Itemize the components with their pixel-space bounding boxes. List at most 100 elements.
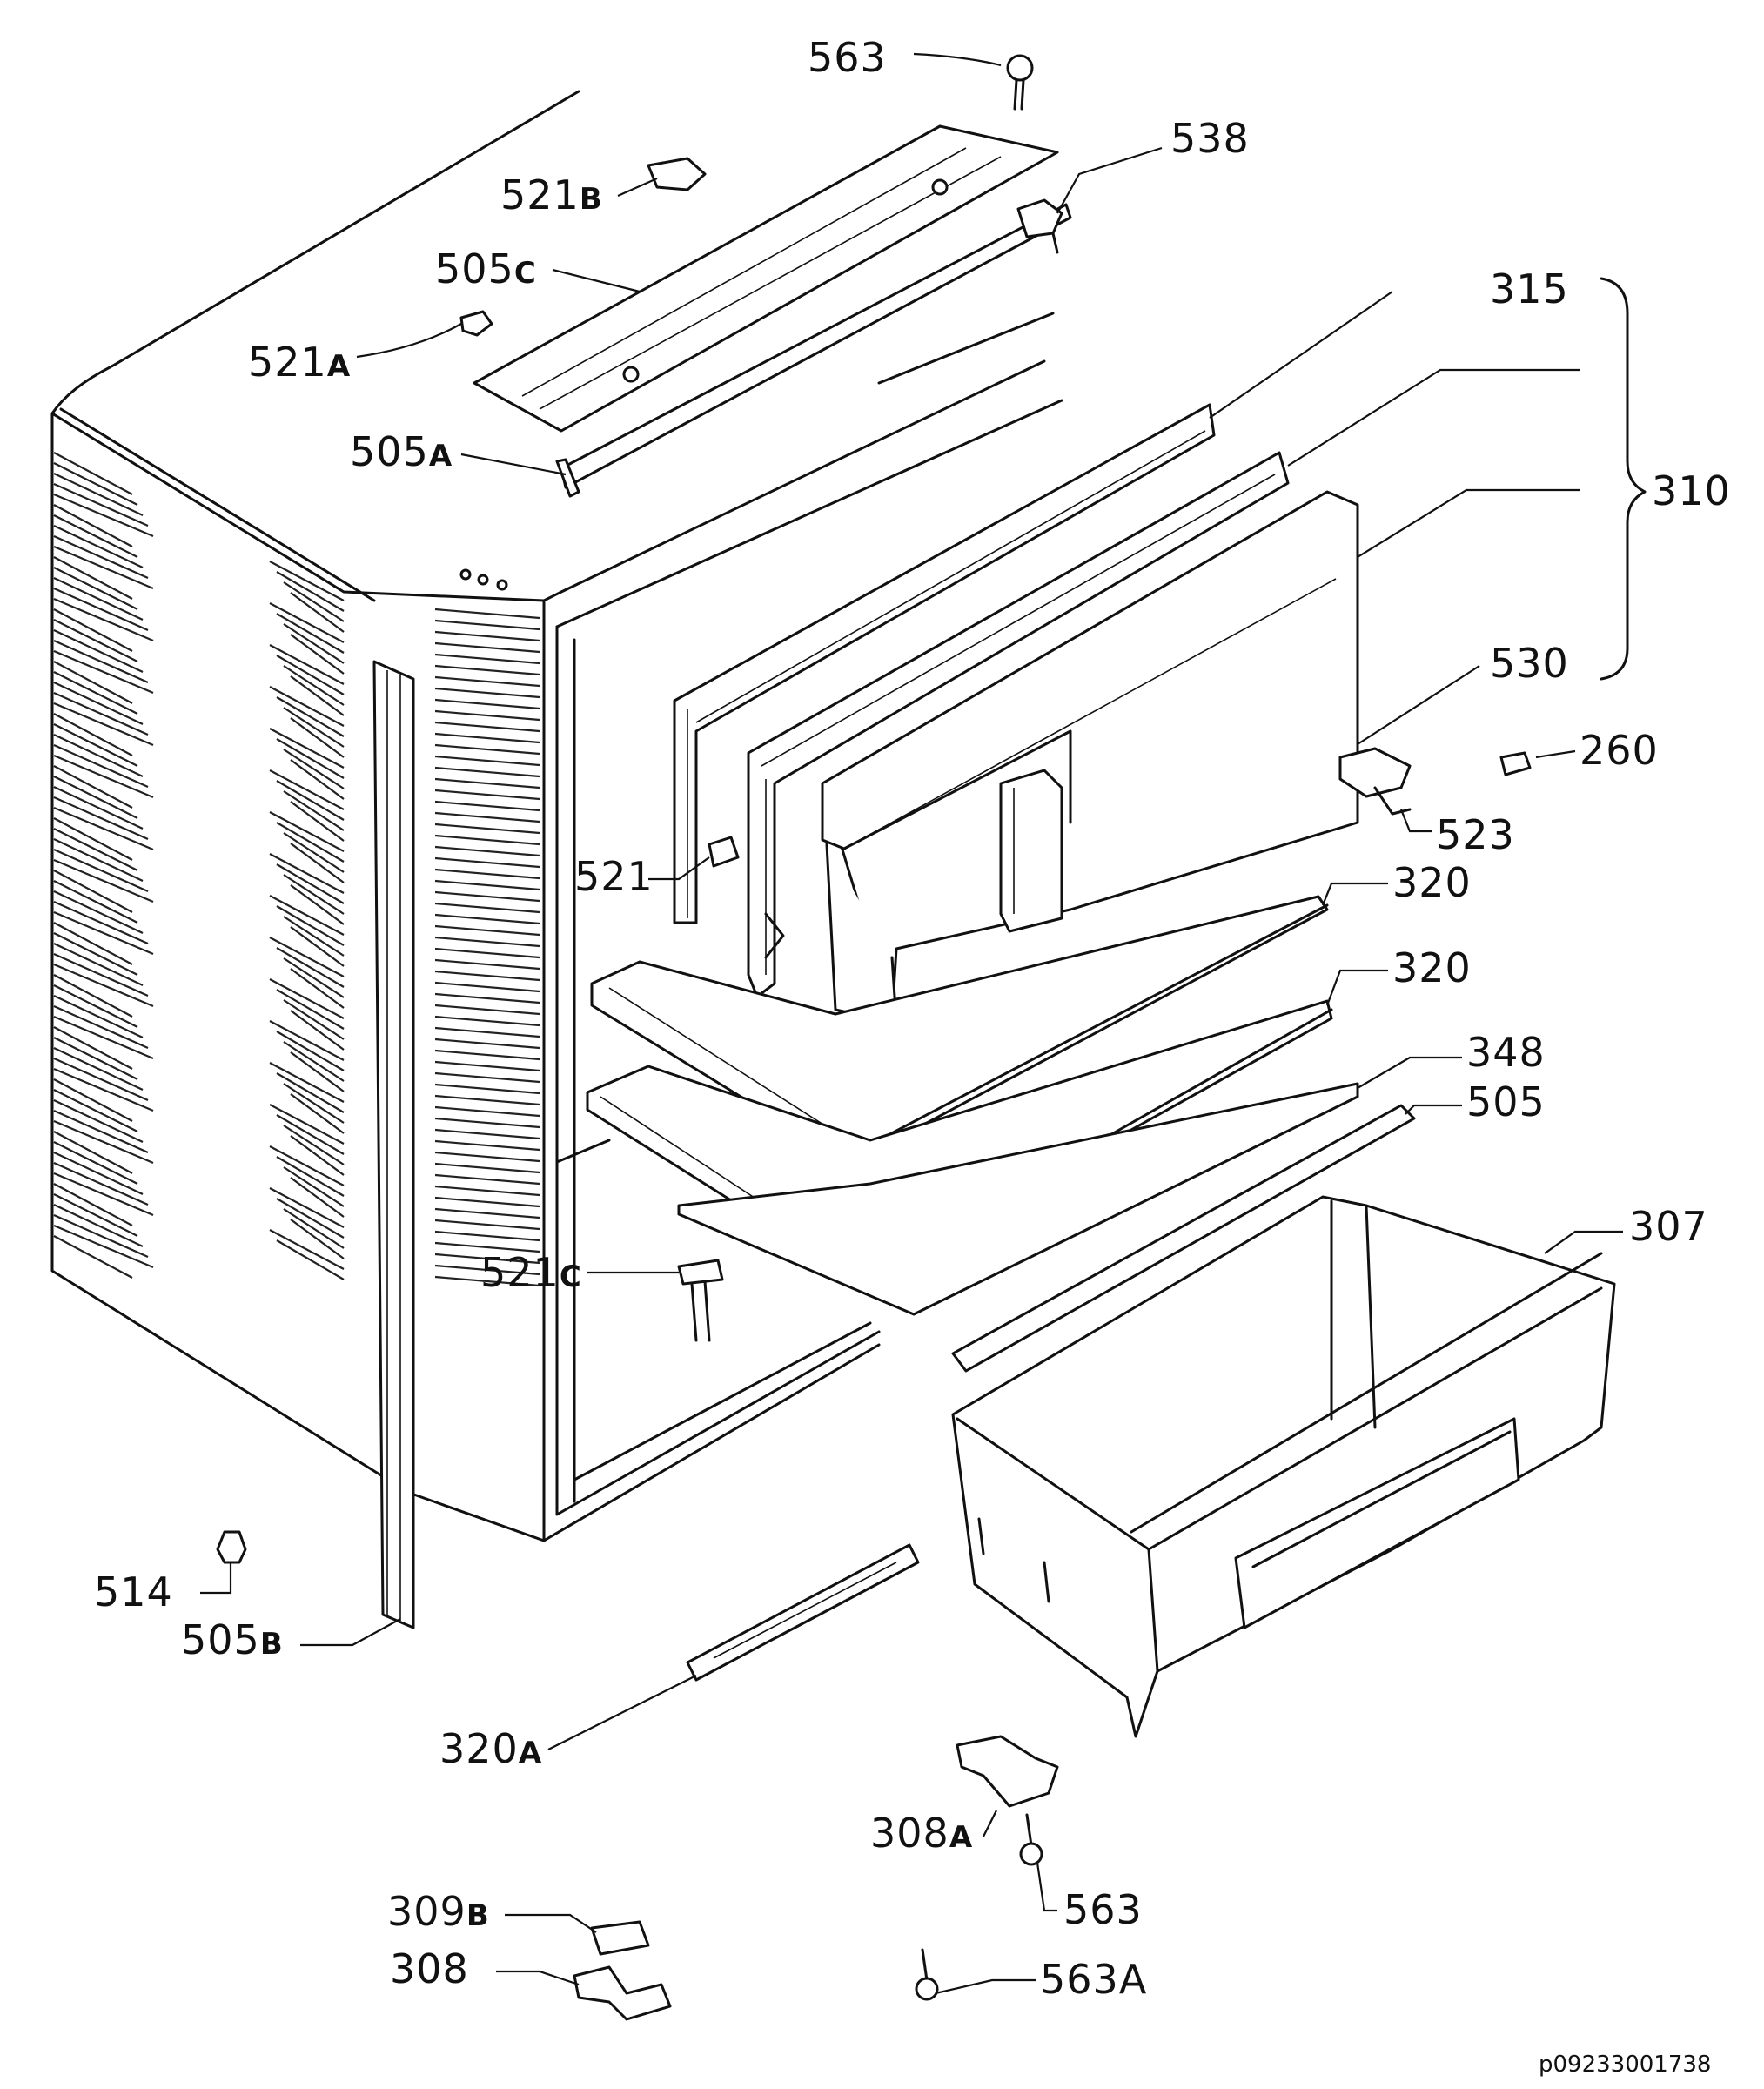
hatch-line	[53, 1235, 133, 1279]
hatch-line	[53, 639, 149, 684]
hatch-line	[434, 675, 540, 688]
callout-521b: 521B	[500, 171, 603, 218]
callout-315: 315	[1490, 265, 1569, 312]
callout-308: 308	[390, 1945, 469, 1992]
callout-530: 530	[1490, 640, 1569, 687]
callout-505b: 505B	[181, 1616, 284, 1663]
hatch-line	[290, 1051, 345, 1092]
callout-505c: 505C	[435, 245, 537, 292]
hatch-line	[434, 653, 540, 665]
callout-521c: 521C	[480, 1249, 582, 1296]
hatch-line	[53, 1204, 144, 1247]
hatch-line	[53, 691, 149, 736]
top-rail-505c	[473, 124, 1059, 433]
hatch-line	[276, 1198, 345, 1239]
crisper-seal-505	[951, 1104, 1416, 1373]
hatch-line	[53, 1004, 149, 1050]
hatch-line	[53, 661, 133, 704]
assembly-bracket-310	[1600, 277, 1647, 681]
hatch-line	[434, 823, 540, 835]
callout-320a: 320A	[439, 1725, 542, 1772]
hatch-line	[290, 1010, 345, 1051]
callout-523: 523	[1436, 811, 1515, 858]
hatch-line	[283, 790, 345, 831]
hatch-line	[290, 884, 345, 925]
hatch-line	[53, 984, 138, 1028]
hatch-line	[434, 1241, 540, 1253]
refrigerator-cabinet	[50, 90, 1063, 1629]
hatch-line	[53, 922, 133, 965]
hatch-line	[53, 577, 144, 621]
hatch-line	[434, 687, 540, 699]
hatch-line	[434, 1185, 540, 1197]
hatch-line	[434, 902, 540, 914]
hatch-line	[434, 856, 540, 869]
hatch-line	[434, 1264, 540, 1276]
hatch-line	[53, 493, 154, 538]
hatch-line	[269, 686, 345, 727]
hatch-line	[276, 655, 345, 695]
hatch-line	[434, 845, 540, 857]
hatch-line	[53, 1131, 133, 1174]
hatch-line	[53, 608, 133, 652]
hatch-line	[53, 1067, 154, 1112]
hinge-pin-538	[1016, 198, 1063, 254]
hatch-line	[434, 1196, 540, 1208]
hatch-line	[434, 800, 540, 812]
block-309b	[590, 1920, 650, 1956]
hatch-line	[53, 848, 149, 893]
hatch-line	[53, 1026, 133, 1070]
hatch-line	[53, 1015, 154, 1060]
hatch-line	[434, 958, 540, 971]
hatch-line	[434, 709, 540, 722]
callout-505: 505	[1466, 1078, 1546, 1125]
callout-309b: 309B	[387, 1888, 490, 1935]
hatch-line	[276, 1156, 345, 1197]
leader-lines	[200, 52, 1623, 1995]
callout-521a: 521A	[248, 339, 351, 386]
callout-348: 348	[1466, 1029, 1546, 1076]
hatch-line	[53, 870, 133, 913]
hatch-line	[434, 1083, 540, 1095]
hatch-line	[283, 1041, 345, 1082]
screw-563-bottom	[1019, 1813, 1043, 1866]
hatch-line	[283, 749, 345, 789]
hatch-line	[276, 1031, 345, 1071]
rail-320a	[686, 1543, 920, 1682]
hatch-line	[283, 957, 345, 998]
callout-563-top: 563	[808, 34, 887, 81]
callout-538: 538	[1170, 115, 1250, 162]
hatch-line	[290, 968, 345, 1009]
hatch-line	[53, 1099, 144, 1143]
hatch-line	[290, 801, 345, 842]
hatch-line	[53, 482, 149, 527]
hatch-line	[269, 1062, 345, 1103]
lamp-holder-521c	[677, 1259, 724, 1342]
hatch-line	[434, 1151, 540, 1163]
hatch-line	[434, 755, 540, 767]
hatch-line	[53, 1224, 154, 1269]
hatch-line	[283, 999, 345, 1040]
foot-514	[216, 1530, 247, 1564]
hatch-line	[53, 462, 138, 506]
hatch-line	[276, 1239, 345, 1280]
hatch-line	[434, 1230, 540, 1242]
hatch-line	[434, 970, 540, 982]
hatch-line	[53, 473, 144, 516]
hatch-line	[53, 786, 144, 830]
hatch-line	[434, 1094, 540, 1106]
bracket-308a	[956, 1735, 1059, 1808]
hatch-line	[53, 828, 138, 871]
hatch-line	[276, 738, 345, 779]
hatch-line	[276, 947, 345, 988]
hatch-line	[53, 504, 133, 547]
hatch-line	[53, 1141, 138, 1185]
bracket-308	[573, 1965, 672, 2021]
hatch-line	[434, 1162, 540, 1174]
hatch-line	[269, 728, 345, 769]
hatch-line	[276, 905, 345, 946]
hatch-line	[53, 963, 154, 1008]
hatch-line	[434, 630, 540, 642]
hatch-line	[276, 989, 345, 1030]
hatch-line	[283, 665, 345, 706]
